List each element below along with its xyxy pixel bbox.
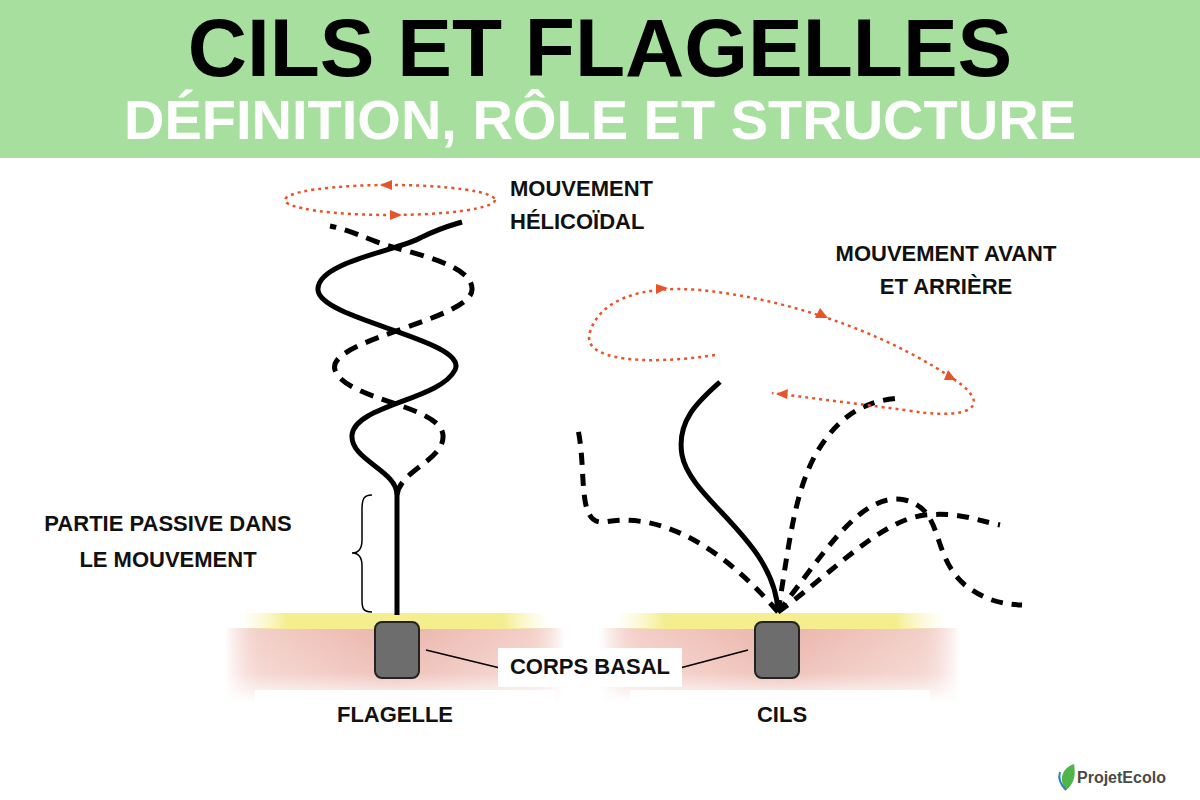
cilium-dashed (778, 398, 900, 612)
cilium-dashed (778, 499, 1022, 612)
watermark: ProjetEcolo (1077, 768, 1166, 787)
arrow-head (380, 180, 392, 190)
basal-body (375, 622, 419, 678)
main-title: CILS ET FLAGELLES (0, 2, 1200, 94)
arrow-head (390, 210, 402, 220)
arrow-head (944, 370, 956, 380)
basal-body (755, 622, 799, 678)
arrow-head (656, 284, 668, 294)
white-strip (255, 690, 555, 730)
arrow-head (776, 389, 788, 399)
structure-name: FLAGELLE (290, 702, 500, 728)
back-forth-motion (589, 289, 974, 414)
subtitle: DÉFINITION, RÔLE ET STRUCTURE (0, 88, 1200, 152)
arrow-head (815, 308, 828, 318)
cilium (681, 382, 778, 612)
cilium-dashed (778, 514, 1000, 612)
structure-name: CILS (697, 702, 867, 728)
title-band (0, 0, 1200, 158)
cilium-dashed (577, 425, 778, 612)
part-label: CORPS BASAL (498, 648, 682, 687)
bracket (352, 495, 372, 612)
leader-line (680, 650, 748, 668)
logo-stem (1059, 772, 1066, 790)
white-strip (630, 690, 930, 730)
flagellum (318, 222, 462, 615)
leader-line (426, 650, 500, 668)
helix-dashed (330, 226, 472, 495)
motion-label: MOUVEMENT HÉLICOÏDAL (510, 172, 710, 238)
part-label: PARTIE PASSIVE DANS LE MOUVEMENT (28, 506, 308, 579)
motion-label: MOUVEMENT AVANT ET ARRIÈRE (834, 237, 1058, 303)
